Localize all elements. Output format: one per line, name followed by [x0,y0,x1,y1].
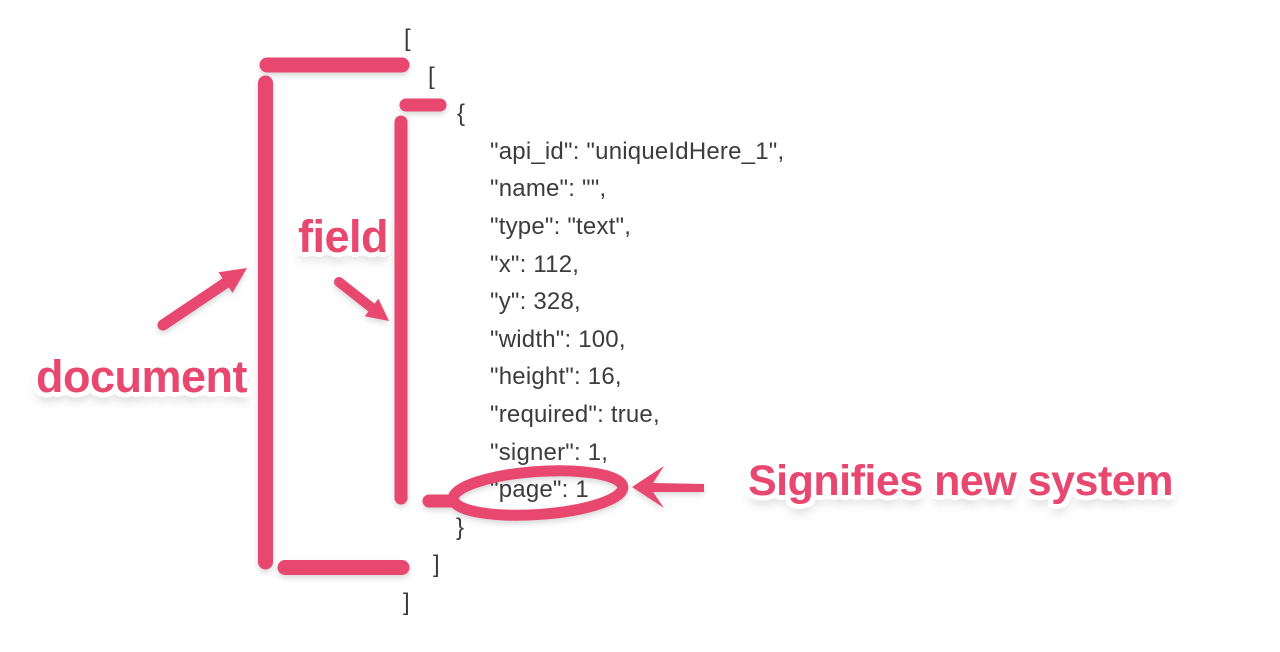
field-arrow [334,277,389,321]
json-line-y: "y": 328, [490,288,581,316]
field-label: field [298,211,389,262]
json-line-required: "required": true, [490,401,660,428]
json-line-height: "height": 16, [490,363,622,391]
json-line-type: "type": "text", [490,213,632,240]
document-arrow-head [218,268,247,293]
document-arrow-shaft [157,276,233,331]
json-open-bracket-outer: [ [404,25,411,52]
json-line-signer: "signer": 1, [490,438,609,466]
json-line-page: "page": 1 [490,476,589,504]
json-line-x: "x": 112, [490,250,580,278]
signifies-arrow [632,466,704,508]
field-arrow-shaft [334,277,377,313]
json-close-brace: } [456,513,465,541]
signifies-label: Signifies new system [748,457,1173,505]
json-line-name: "name": "", [490,175,607,203]
json-line-width: "width": 100, [490,325,626,353]
json-close-bracket-inner: ] [433,551,440,579]
json-open-brace: { [457,100,466,128]
document-arrow [157,268,247,331]
json-close-bracket-outer: ] [403,589,410,616]
document-label: document [36,351,248,402]
json-line-api-id: "api_id": "uniqueIdHere_1", [490,137,785,165]
json-open-bracket-inner: [ [428,62,435,90]
field-arrow-head [364,298,389,321]
